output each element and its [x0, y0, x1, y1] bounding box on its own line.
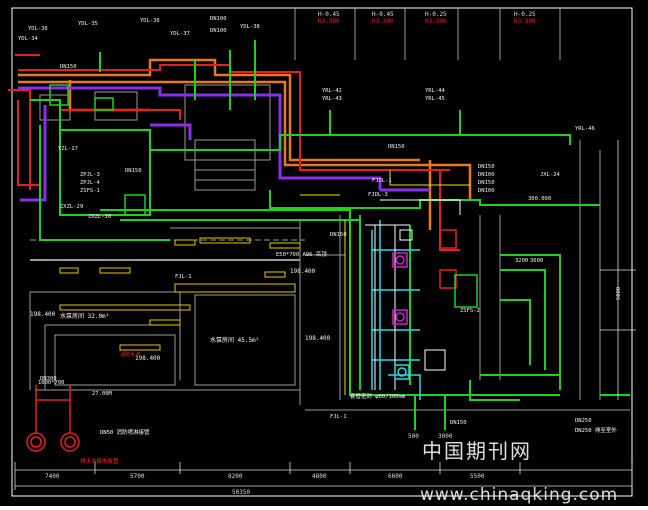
tag-mid-right-3: YRL-44	[425, 88, 446, 94]
level-label-3: H-0.25	[425, 11, 447, 18]
mid-dim-a: 3200	[515, 258, 528, 264]
note-labels: E50*700 A96 吊顶 DN50 消防喷淋接管 DN300 排水沟接市政管…	[38, 196, 622, 465]
pump-3	[394, 364, 410, 380]
pipes-cyan	[371, 220, 421, 400]
sublevel-label-1: H3.300	[318, 18, 340, 25]
level-label-1: H-0.45	[318, 11, 340, 18]
tag-pump-3: FJL-1	[175, 274, 192, 280]
pipe-labels: YDL-36 YDL-35 YDL-34 YDL-36 YDL-37 YDL-3…	[18, 16, 595, 426]
dimension-lines	[14, 140, 636, 490]
tag-top-left-1: YDL-36	[28, 26, 48, 32]
tag-pump-5: DN150	[330, 232, 347, 238]
pipes-yellow	[300, 170, 470, 395]
tag-right-3: DN150	[478, 164, 495, 170]
tag-left-5: ZXZL-29	[60, 204, 83, 210]
dn50-note: DN50 消防喷淋接管	[100, 428, 150, 436]
small-label: 27.00M	[92, 391, 113, 397]
tag-right-6: DN100	[478, 188, 495, 194]
fire-hydrants	[26, 385, 80, 452]
right-box-label: 300.000	[528, 196, 551, 202]
tag-right-1: YRL-46	[575, 126, 595, 132]
tag-top-left-3: YDL-34	[18, 36, 39, 42]
sublevel-label-4: H3.300	[514, 18, 536, 25]
tag-right-2: JXL-24	[540, 172, 561, 178]
room-b-level: 198.400	[305, 335, 331, 342]
dim-seg-4: 4800	[312, 473, 327, 480]
dim-total: 50350	[232, 489, 250, 496]
dimension-labels: 7400 5700 8200 4800 6600 5500 50350 500 …	[45, 433, 485, 496]
seal-note: 套管密封 φ60/300mm	[350, 392, 406, 400]
tag-mid-right-4: YRL-45	[425, 96, 445, 102]
dim-box-label: 1000*700	[38, 380, 65, 386]
dim-seg-1: 7400	[45, 473, 60, 480]
mid-dim-c: 5000	[616, 287, 622, 300]
tag-bottom-1: FJL-1	[330, 414, 347, 420]
tag-top-left-4: YDL-36	[140, 18, 160, 24]
level-label-4: H-0.25	[514, 11, 536, 18]
tag-right-5: DN150	[478, 180, 495, 186]
level-label-2: H-0.45	[372, 11, 394, 18]
tank-label: 消防水池	[120, 351, 140, 358]
tag-mid-right-1: YRL-42	[322, 88, 342, 94]
tag-top-mid-2: DN100	[210, 16, 227, 22]
sublevel-label-2: H3.300	[372, 18, 394, 25]
tag-pump-4: ZSFS-2	[460, 308, 480, 314]
tag-top-mid-3: DN100	[210, 28, 227, 34]
dim-small-2: 3000	[438, 433, 453, 440]
tag-top-mid-4: DN150	[388, 144, 405, 150]
tag-mid-right-2: YRL-43	[322, 96, 342, 102]
tag-left-4: ZSFS-1	[80, 188, 100, 194]
tag-pump-2: FJDL-1	[372, 178, 392, 184]
room-b-area: 水泵房间 45.5m²	[210, 336, 259, 344]
tag-left-7: DN150	[125, 168, 142, 174]
tag-top-mid-1: DN150	[60, 64, 77, 70]
room-a-area: 水泵房间 32.0m²	[60, 312, 109, 320]
header-levels: H-0.45 H-0.45 H-0.25 H-0.25 H3.300 H3.30…	[318, 11, 536, 25]
pipes-purple	[18, 86, 430, 202]
pump-room-level: 198.400	[290, 268, 316, 275]
room-c-level: 198.400	[135, 355, 161, 362]
dim-seg-3: 8200	[228, 473, 243, 480]
tag-top-left-6: YDL-38	[240, 24, 260, 30]
dim-seg-6: 5500	[470, 473, 485, 480]
walls	[29, 8, 630, 411]
tag-bottom-2: DN150	[450, 420, 467, 426]
ceiling-note: E50*700 A96 吊顶	[276, 251, 327, 258]
pipes-green	[30, 40, 630, 430]
tag-left-2: ZPJL-3	[80, 172, 100, 178]
tag-top-left-2: YDL-35	[78, 21, 98, 27]
tag-left-6: ZXZL-30	[88, 214, 111, 220]
drain-note: 排水沟接市政管	[80, 457, 119, 465]
mid-dim-b: 3600	[530, 258, 543, 264]
tag-left-3: ZPJL-4	[80, 180, 101, 186]
room-labels: 198.400 水泵房间 32.0m² 198.400 水泵房间 45.5m² …	[30, 268, 331, 362]
tag-right-4: DN100	[478, 172, 495, 178]
tag-left-1: YZL-17	[58, 146, 78, 152]
dim-seg-5: 6600	[388, 473, 403, 480]
dim-seg-2: 5700	[130, 473, 145, 480]
dim-small-1: 500	[408, 433, 419, 440]
room-a-level: 198.400	[30, 311, 56, 318]
pipe-out-note: DN250 排至室外	[575, 426, 617, 434]
drawing-frame	[11, 7, 633, 497]
tag-top-left-5: YDL-37	[170, 31, 190, 37]
sublevel-label-3: H3.300	[425, 18, 447, 25]
tag-pump-1: FJDL-3	[368, 192, 388, 198]
watermark-url: www.chinaqking.com	[420, 485, 618, 505]
pump-2	[392, 309, 408, 325]
pump-1	[392, 252, 408, 268]
watermark-chinese: 中国期刊网	[422, 439, 532, 463]
inlet-note: DN300	[40, 376, 57, 382]
tag-bottom-3: DN250	[575, 418, 592, 424]
watermark: 中国期刊网 www.chinaqking.com	[420, 439, 618, 505]
pumps	[392, 252, 410, 380]
room-outlines	[59, 237, 301, 351]
